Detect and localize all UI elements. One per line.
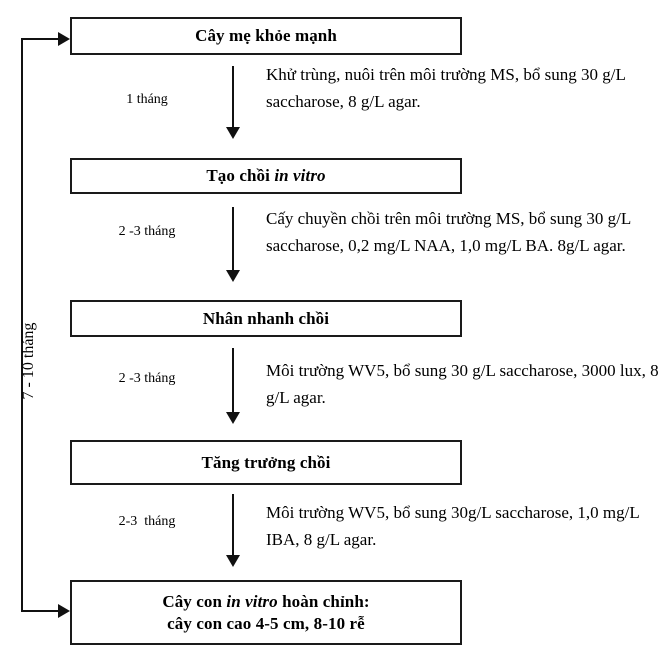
- stage-label-shoot-initiation: Tạo chồi in vitro: [206, 166, 326, 186]
- connector-arrow-4: [232, 494, 234, 556]
- connector-arrow-2: [232, 207, 234, 271]
- duration-label-4: 2-3 tháng: [118, 514, 176, 529]
- stage-label-healthy-mother-plant: Cây mẹ khỏe mạnh: [195, 26, 337, 46]
- transition-description-3: Môi trường WV5, bổ sung 30 g/L saccharos…: [266, 361, 659, 407]
- stage-box-healthy-mother-plant[interactable]: Cây mẹ khỏe mạnh: [70, 17, 462, 55]
- transition-description-2: Cấy chuyền chồi trên môi trường MS, bổ s…: [266, 209, 631, 255]
- stage-label-shoot-elongation: Tăng trưởng chồi: [201, 452, 331, 472]
- stage-box-shoot-initiation[interactable]: Tạo chồi in vitro: [70, 158, 462, 194]
- feedback-loop-arrow-to-mother-plant: [21, 38, 59, 40]
- connector-arrow-3: [232, 348, 234, 413]
- connector-arrow-1: [232, 66, 234, 128]
- stage-label-shoot-multiplication: Nhân nhanh chồi: [202, 308, 330, 328]
- stage-box-shoot-multiplication[interactable]: Nhân nhanh chồi: [70, 300, 462, 337]
- total-duration-label: 7 - 10 tháng: [20, 322, 37, 400]
- duration-label-3: 2 -3 tháng: [118, 371, 176, 386]
- feedback-loop-line: [21, 38, 23, 611]
- transition-description-1: Khử trùng, nuôi trên môi trường MS, bổ s…: [266, 65, 626, 111]
- stage-label-complete-plantlet: Cây con in vitro hoàn chỉnh:cây con cao …: [162, 591, 370, 633]
- stage-box-shoot-elongation[interactable]: Tăng trưởng chồi: [70, 440, 462, 485]
- duration-label-1: 1 tháng: [126, 92, 168, 107]
- feedback-loop-arrow-from-plantlet: [21, 610, 59, 612]
- stage-box-complete-plantlet[interactable]: Cây con in vitro hoàn chỉnh:cây con cao …: [70, 580, 462, 645]
- transition-description-4: Môi trường WV5, bổ sung 30g/L saccharose…: [266, 503, 640, 549]
- duration-label-2: 2 -3 tháng: [118, 224, 176, 239]
